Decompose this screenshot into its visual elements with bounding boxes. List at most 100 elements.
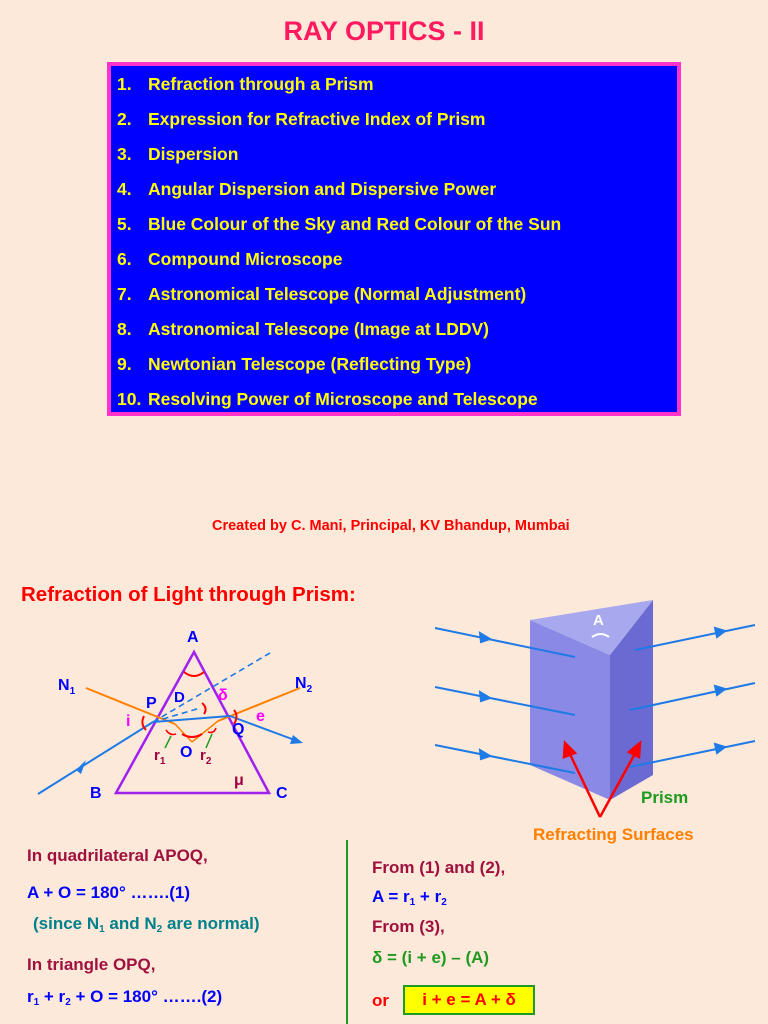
angle-r1-arc [165, 729, 177, 736]
or-label: or [372, 991, 389, 1010]
incident-arrow [76, 760, 86, 774]
angle-e-arc [233, 709, 238, 725]
derivation-right-line-4: δ = (i + e) – (A) [372, 948, 490, 967]
label-i: i [126, 713, 130, 730]
toc-item-text: Astronomical Telescope (Image at LDDV) [148, 319, 490, 339]
derivation-line-5: r1 + r2 + O = 180° …….(2) [27, 987, 223, 1008]
prism-front-face [530, 620, 610, 800]
toc-item: 8. Astronomical Telescope (Image at LDDV) [117, 319, 489, 340]
label-r1: r1 [154, 747, 166, 767]
toc-item: 5. Blue Colour of the Sky and Red Colour … [117, 214, 561, 235]
toc-item-text: Expression for Refractive Index of Prism [148, 109, 486, 129]
outgoing-ray-3 [629, 740, 756, 768]
incident-ray [37, 721, 154, 795]
apex-arc [591, 633, 610, 638]
incoming-arrow-1 [478, 631, 493, 644]
toc-item: 2. Expression for Refractive Index of Pri… [117, 109, 485, 130]
apex-label: A [593, 612, 604, 629]
section-title: Refraction of Light through Prism: [21, 583, 356, 606]
incoming-ray-2 [434, 686, 576, 716]
label-p: P [146, 695, 157, 712]
toc-item: 9. Newtonian Telescope (Reflecting Type) [117, 354, 471, 375]
toc-item-number: 9. [117, 354, 132, 374]
toc-item-number: 8. [117, 319, 132, 339]
angle-o-arc [181, 733, 203, 738]
toc-item-text: Astronomical Telescope (Normal Adjustmen… [148, 284, 527, 304]
toc-item-text: Newtonian Telescope (Reflecting Type) [148, 354, 472, 374]
toc-item-number: 1. [117, 74, 132, 94]
refracting-surfaces-label: Refracting Surfaces [533, 825, 694, 844]
surface-pointer-left [566, 749, 602, 818]
toc-item-text: Blue Colour of the Sky and Red Colour of… [148, 214, 562, 234]
label-a: A [187, 629, 199, 646]
normal-n2-inside [191, 720, 219, 743]
refracted-ray [152, 715, 231, 723]
derivation-line-3: (since N1 and N2 are normal) [33, 914, 260, 935]
outgoing-ray-2 [629, 682, 756, 711]
toc-item: 6. Compound Microscope [117, 249, 342, 270]
label-d: D [174, 689, 185, 706]
angle-a-arc [183, 671, 205, 677]
result-equation-box: i + e = A + δ [403, 985, 535, 1015]
label-mu: μ [234, 772, 244, 789]
normal-n1 [85, 687, 176, 725]
table-of-contents: 1. Refraction through a Prism 2. Expression… [107, 62, 681, 416]
toc-item: 4. Angular Dispersion and Dispersive Powe… [117, 179, 496, 200]
toc-item-text: Angular Dispersion and Dispersive Power [148, 179, 497, 199]
surface-pointer-right-head [626, 740, 642, 759]
emergent-arrow [290, 735, 303, 744]
r2-pointer [205, 733, 213, 749]
toc-item-number: 7. [117, 284, 132, 304]
derivation-line-4: In triangle OPQ, [27, 955, 156, 974]
normal-n1-inside [174, 723, 193, 743]
incoming-arrow-2 [478, 690, 493, 703]
label-delta: δ [218, 687, 228, 704]
toc-item-number: 4. [117, 179, 132, 199]
toc-item-text: Refraction through a Prism [148, 74, 374, 94]
label-o: O [180, 744, 192, 761]
outgoing-arrow-2 [713, 684, 728, 697]
toc-item: 10.Resolving Power of Microscope and Tel… [117, 389, 538, 410]
label-n1: N1 [58, 677, 76, 697]
toc-item-text: Compound Microscope [148, 249, 343, 269]
incident-extension [152, 652, 271, 723]
toc-item-text: Dispersion [148, 144, 239, 164]
angle-delta-arc [201, 702, 207, 715]
prism-side-face [610, 600, 653, 800]
derivation-right-line-3: From (3), [372, 917, 445, 936]
toc-item-number: 3. [117, 144, 132, 164]
page-title: RAY OPTICS - II [283, 16, 485, 46]
angle-r2-arc [207, 727, 217, 734]
label-n2: N2 [295, 675, 313, 695]
prism-ray-diagram: A B C P Q O D N1 N2 i e δ μ r1 r2 [37, 629, 313, 802]
toc-item-number: 6. [117, 249, 132, 269]
surface-pointer-left-head [562, 740, 578, 759]
credit-line: Created by C. Mani, Principal, KV Bhandu… [212, 518, 570, 534]
toc-item: 1. Refraction through a Prism [117, 74, 374, 95]
outgoing-ray-1 [634, 624, 756, 651]
outgoing-arrow-1 [713, 626, 728, 639]
prism-top-face [530, 600, 653, 655]
r1-pointer [164, 735, 172, 749]
toc-item-number: 2. [117, 109, 132, 129]
derivation-line-1: In quadrilateral APOQ, [27, 846, 208, 865]
incoming-arrow-3 [478, 748, 493, 761]
derivation-right-line-2: A = r1 + r2 [372, 887, 447, 908]
toc-item: 7. Astronomical Telescope (Normal Adjustm… [117, 284, 526, 305]
toc-item-number: 5. [117, 214, 132, 234]
toc-item-text: Resolving Power of Microscope and Telesc… [148, 389, 538, 409]
angle-i-arc [141, 715, 147, 731]
column-divider [346, 840, 348, 1024]
incoming-ray-1 [434, 627, 576, 658]
label-c: C [276, 785, 288, 802]
outgoing-arrow-3 [713, 742, 728, 755]
incoming-ray-3 [434, 744, 576, 774]
derivation-line-2: A + O = 180° …….(1) [27, 883, 191, 902]
derivation-right-line-1: From (1) and (2), [372, 858, 506, 877]
label-q: Q [232, 721, 244, 738]
label-r2: r2 [200, 747, 212, 767]
surface-pointer-right [598, 749, 639, 818]
prism-3d-diagram: A Prism [434, 600, 756, 818]
emergent-extension [152, 707, 201, 723]
label-b: B [90, 785, 102, 802]
